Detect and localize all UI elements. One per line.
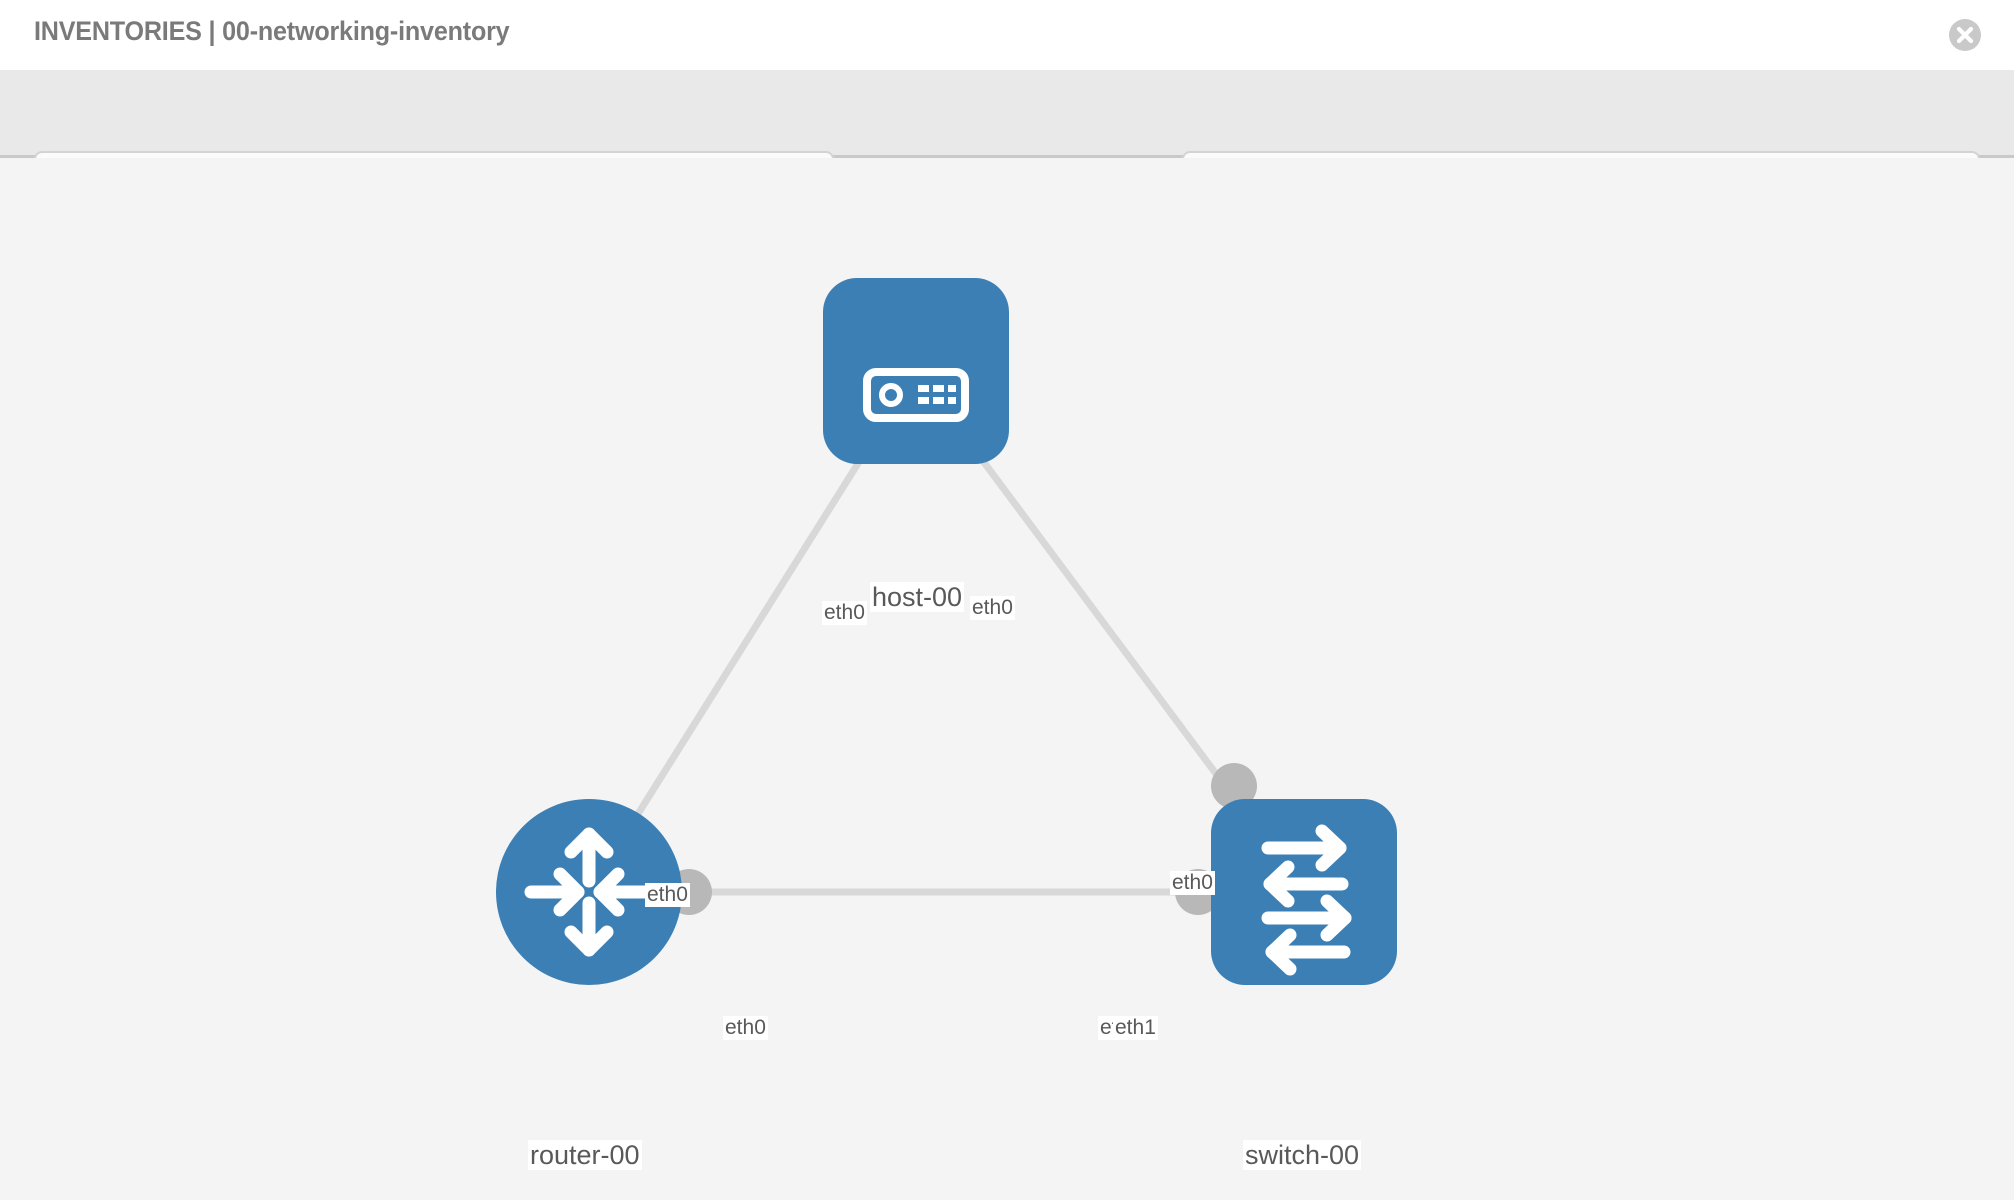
toolbar: ACTIONS SEARCH [0, 70, 2014, 205]
server-icon [863, 368, 969, 422]
node-label-host-00: host-00 [870, 582, 965, 613]
interface-label-host00-right: eth0 [970, 596, 1015, 621]
close-icon[interactable] [1948, 18, 1982, 52]
switch-arrows-icon [1261, 824, 1352, 976]
interface-label-host00-left: eth0 [822, 601, 867, 626]
topology-graph [496, 278, 1397, 985]
page-header: INVENTORIES | 00-networking-inventory [0, 0, 2014, 70]
node-switch-00[interactable] [1211, 799, 1397, 985]
interface-label-router00-uplink: eth0 [645, 883, 690, 908]
topology-connectors [666, 409, 1257, 915]
node-label-router-00: router-00 [528, 1140, 642, 1171]
node-router-00[interactable] [496, 799, 682, 985]
router-arrows-icon [524, 827, 654, 957]
interface-label-switch00-eth1: eth1 [1113, 1016, 1158, 1041]
interface-label-router00-eth0: eth0 [723, 1016, 768, 1041]
topology-canvas[interactable]: host-00 router-00 switch-00 eth0 eth0 et… [0, 158, 2014, 1200]
node-label-switch-00: switch-00 [1243, 1140, 1362, 1171]
interface-label-switch00-uplink: eth0 [1170, 871, 1215, 896]
page-title: INVENTORIES | 00-networking-inventory [34, 16, 510, 46]
node-host-00[interactable] [823, 278, 1009, 464]
connector-switch00-top [1211, 763, 1257, 809]
